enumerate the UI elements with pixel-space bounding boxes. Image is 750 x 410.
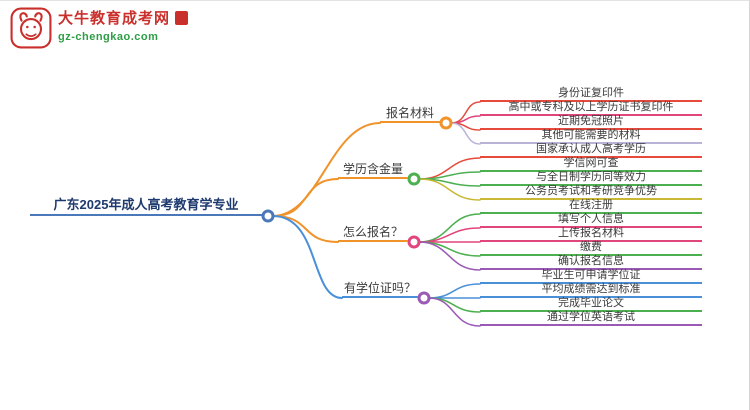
leaf-xuexin-verifiable: 学信网可查 xyxy=(480,156,702,172)
leaf-online-registration: 在线注册 xyxy=(480,198,702,214)
leaf-equal-to-fulltime: 与全日制学历同等效力 xyxy=(480,170,702,186)
leaf-upload-materials: 上传报名材料 xyxy=(480,226,702,242)
connector-root-branch2 xyxy=(272,178,339,217)
connector-branch4-leaf1 xyxy=(428,283,481,299)
logo-bull-icon xyxy=(10,7,52,49)
connector-branch2-leaf2 xyxy=(418,171,481,180)
leaf-fill-personal-info: 填写个人信息 xyxy=(480,212,702,228)
connector-branch1-leaf4 xyxy=(450,122,481,145)
leaf-state-recognized: 国家承认成人高考学历 xyxy=(480,142,702,158)
connector-root-branch4 xyxy=(272,215,343,299)
leaf-exam-advantage: 公务员考试和考研竞争优势 xyxy=(480,184,702,200)
connector-branch3-leaf2 xyxy=(418,227,481,243)
connector-branch2-leaf4 xyxy=(418,178,481,201)
leaf-grade-standard: 平均成绩需达到标准 xyxy=(480,282,702,298)
leaf-other-materials: 其他可能需要的材料 xyxy=(480,128,702,144)
leaf-photo: 近期免冠照片 xyxy=(480,114,702,130)
branch2-node-circle xyxy=(407,172,421,186)
connector-branch3-leaf4 xyxy=(418,241,481,257)
leaf-apply-degree: 毕业生可申请学位证 xyxy=(480,268,702,284)
site-domain: gz-chengkao.com xyxy=(58,31,159,43)
branch-node-materials: 报名材料 xyxy=(380,105,440,123)
leaf-confirm-info: 确认报名信息 xyxy=(480,254,702,270)
root-node: 广东2025年成人高考教育学专业 xyxy=(30,196,262,216)
leaf-id-card-copy: 身份证复印件 xyxy=(480,86,702,102)
branch-node-how-to-register: 怎么报名？ xyxy=(338,224,408,242)
connector-root-branch1 xyxy=(272,122,381,217)
leaf-degree-english-exam: 通过学位英语考试 xyxy=(480,310,702,326)
branch1-node-circle xyxy=(439,116,453,130)
branch-node-degree-certificate: 有学位证吗？ xyxy=(342,280,418,298)
connector-branch4-leaf3 xyxy=(428,297,481,313)
site-logo: 大牛教育成考网 gz-chengkao.com xyxy=(10,7,189,49)
leaf-thesis: 完成毕业论文 xyxy=(480,296,702,312)
branch3-node-circle xyxy=(407,235,421,249)
root-node-circle xyxy=(261,209,275,223)
site-title: 大牛教育成考网 xyxy=(58,10,171,27)
leaf-pay-fee: 缴费 xyxy=(480,240,702,256)
branch-node-degree-value: 学历含金量 xyxy=(338,161,408,179)
connector-branch4-leaf4 xyxy=(428,297,481,327)
branch4-node-circle xyxy=(417,291,431,305)
connector-branch3-leaf5 xyxy=(418,241,481,271)
seal-icon xyxy=(175,10,189,25)
leaf-diploma-copy: 高中或专科及以上学历证书复印件 xyxy=(480,100,702,116)
